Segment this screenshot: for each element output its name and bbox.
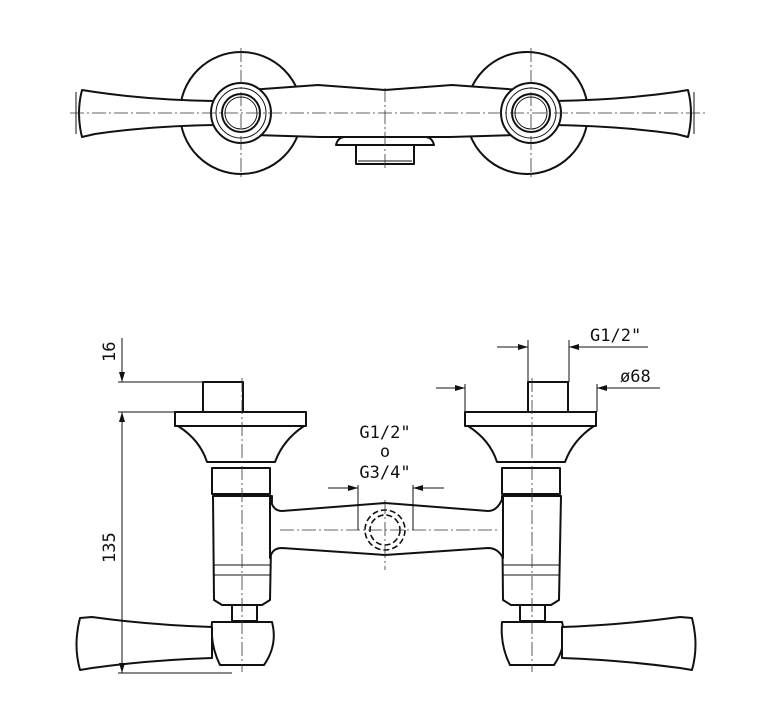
left-handle-hub [210,621,275,666]
right-body [501,495,562,606]
right-spindle [527,381,569,413]
dim-outlet-thread-a: G1/2" [359,423,410,443]
dimensions: 16 135 G1/2" ø68 G1/2" o G3/4" [100,326,660,674]
dim-outlet-or: o [380,442,390,462]
left-handle-top [78,89,215,138]
dim-inlet-thread: G1/2" [590,326,641,346]
dim-rosette-diameter: ø68 [620,367,651,387]
right-lever [561,616,697,671]
right-nut [501,467,561,495]
left-flange [174,411,307,427]
right-flange [464,411,597,427]
crossbar [269,496,504,559]
left-lever [75,616,213,671]
right-handle-hub [500,621,565,666]
dim-135: 135 [100,532,120,563]
left-spindle [202,381,244,413]
dim-16: 16 [100,342,120,362]
left-nut [211,467,271,495]
top-view [70,48,705,180]
dim-outlet-thread-b: G3/4" [359,463,410,483]
front-view [75,378,697,672]
right-handle-top [553,89,692,138]
left-body [212,495,273,606]
